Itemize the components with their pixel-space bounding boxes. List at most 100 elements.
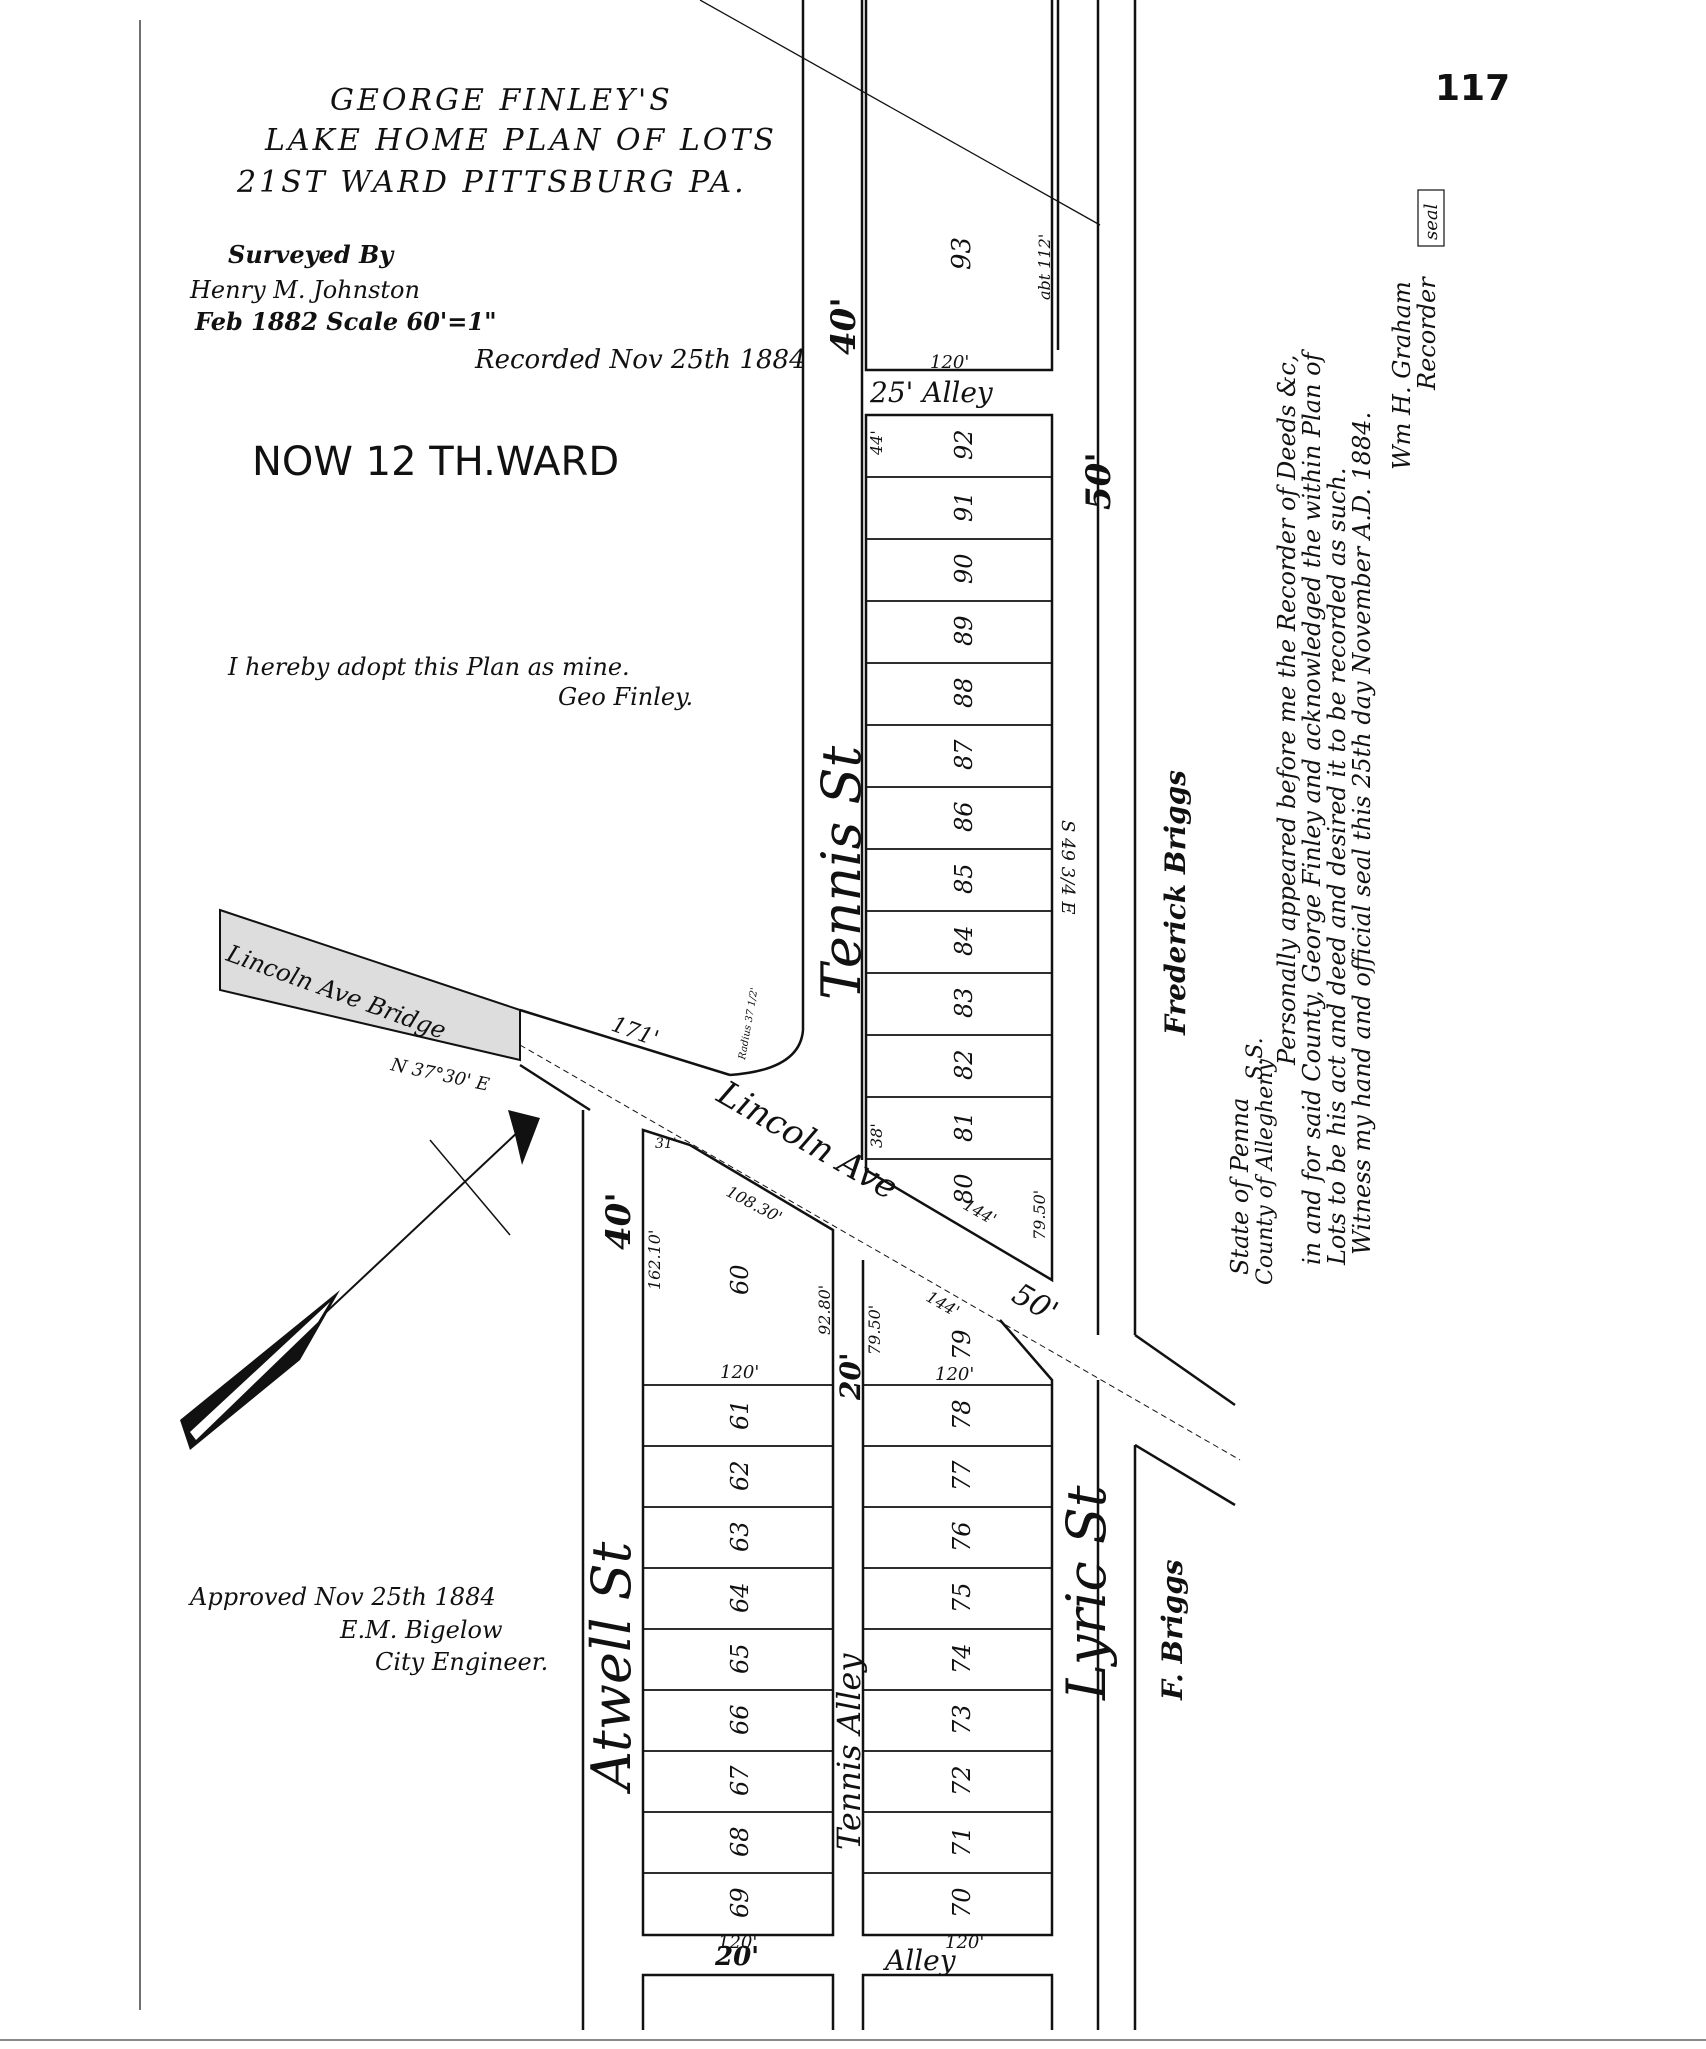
approval-line-3: City Engineer. <box>375 1648 548 1676</box>
cert-ss: S.S. <box>1243 1037 1268 1080</box>
radius-label: Radius 37 1/2' <box>737 987 761 1062</box>
lot-80: 80 <box>950 1173 978 1204</box>
lot-85: 85 <box>950 863 978 894</box>
dim-120-bottom-left: 120' <box>718 1932 757 1953</box>
dim-79-50-upper: 79.50' <box>1030 1190 1049 1240</box>
lot-81: 81 <box>950 1111 978 1142</box>
title-block: GEORGE FINLEY'S LAKE HOME PLAN OF LOTS 2… <box>236 83 777 200</box>
lot-67: 67 <box>726 1765 754 1796</box>
lot-61: 61 <box>726 1399 754 1430</box>
title-line-1: GEORGE FINLEY'S <box>330 83 673 118</box>
approval-block: Approved Nov 25th 1884 E.M. Bigelow City… <box>188 1583 548 1676</box>
recorded-date: Recorded Nov 25th 1884 <box>474 345 806 375</box>
lot-66: 66 <box>726 1704 754 1735</box>
alley-bottom-right: Alley <box>882 1944 957 1977</box>
lot-77: 77 <box>948 1460 976 1491</box>
street-lines <box>219 0 1241 2030</box>
tennis-alley-label: Tennis Alley <box>830 1653 868 1850</box>
cert-signer-title: Recorder <box>1413 276 1441 391</box>
lyric-bearing: S 49 3/4 E <box>1057 820 1078 915</box>
lot-92: 92 <box>950 429 978 460</box>
lot-93: 93 <box>947 237 977 270</box>
page-number: 117 <box>1435 68 1510 109</box>
dim-120-bottom-right: 120' <box>945 1932 984 1953</box>
dim-144-lower: 144' <box>923 1287 963 1321</box>
cert-line-2: in and for said County, George Finley an… <box>1298 348 1326 1265</box>
approval-line-1: Approved Nov 25th 1884 <box>188 1583 496 1611</box>
lincoln-ave-width: 50' <box>1006 1277 1064 1331</box>
dim-79-50-lower: 79.50' <box>865 1305 884 1355</box>
lot-75: 75 <box>948 1582 976 1613</box>
dim-abt-112: abt 112' <box>1035 234 1054 300</box>
dim-92-80: 92.80' <box>815 1285 834 1335</box>
dim-108-30: 108.30' <box>723 1182 785 1227</box>
alley-top-label: 25' Alley <box>869 376 994 409</box>
lot-65: 65 <box>726 1643 754 1674</box>
certificate-block: State of Penna County of Allegheny S.S. … <box>1226 189 1445 1285</box>
title-line-3: 21ST WARD PITTSBURG PA. <box>236 165 747 200</box>
lot-72: 72 <box>948 1765 976 1796</box>
cert-line-3: Lots to be his act and deed and desired … <box>1323 467 1351 1266</box>
lot-83: 83 <box>950 987 978 1018</box>
cert-line-1: Personally appeared before me the Record… <box>1273 355 1301 1066</box>
lot-89: 89 <box>950 615 978 646</box>
lyric-st-label: Lyric St <box>1055 1485 1118 1701</box>
lot-86: 86 <box>950 801 978 832</box>
north-arrow <box>180 1110 540 1450</box>
lot-90: 90 <box>950 553 978 584</box>
tennis-alley-width: 20' <box>834 1352 867 1401</box>
dim-38: 38' <box>867 1123 886 1148</box>
lot-70: 70 <box>948 1887 976 1918</box>
lot-78: 78 <box>948 1399 976 1430</box>
lot-76: 76 <box>948 1521 976 1552</box>
dim-44: 44' <box>867 430 886 456</box>
cert-line-4: Witness my hand and official seal this 2… <box>1348 412 1376 1255</box>
survey-block: Surveyed By Henry M. Johnston Feb 1882 S… <box>189 240 806 375</box>
tennis-st-label: Tennis St <box>810 746 873 1000</box>
lot-60: 60 <box>726 1264 754 1295</box>
dim-120-top: 120' <box>930 352 969 373</box>
lot-68: 68 <box>726 1826 754 1857</box>
adoption-line-2: Geo Finley. <box>558 683 693 711</box>
lot-71: 71 <box>948 1826 976 1857</box>
owner-frederick-briggs: Frederick Briggs <box>1159 770 1192 1036</box>
approval-line-2: E.M. Bigelow <box>339 1616 503 1644</box>
lot-63: 63 <box>726 1521 754 1552</box>
cert-signer: Wm H. Graham <box>1388 281 1416 470</box>
atwell-st-label: Atwell St <box>580 1541 643 1795</box>
lot-84: 84 <box>950 925 978 956</box>
adoption-block: I hereby adopt this Plan as mine. Geo Fi… <box>227 653 693 711</box>
lot-82: 82 <box>950 1049 978 1080</box>
cert-county: County of Allegheny <box>1253 1059 1278 1285</box>
dim-31: 31' <box>655 1136 677 1152</box>
ward-note: NOW 12 TH.WARD <box>252 439 619 485</box>
title-line-2: LAKE HOME PLAN OF LOTS <box>264 123 777 158</box>
seal-box <box>1417 189 1445 247</box>
lot-62: 62 <box>726 1460 754 1491</box>
dim-162-10: 162.10' <box>645 1230 664 1290</box>
alley-bottom-left: 20' <box>714 1942 759 1972</box>
lot-87: 87 <box>950 739 978 770</box>
tennis-st-width: 40' <box>824 297 864 355</box>
bridge-bearing: N 37°30' E <box>388 1054 491 1096</box>
survey-line-3: Feb 1882 Scale 60'=1" <box>194 307 497 336</box>
dim-120-block-right: 120' <box>935 1364 974 1385</box>
atwell-st-width: 40' <box>599 1192 639 1250</box>
lyric-st-width: 50' <box>1079 452 1119 510</box>
owner-f-briggs: F. Briggs <box>1156 1559 1189 1701</box>
lot-91: 91 <box>950 491 978 522</box>
lot-88: 88 <box>950 677 978 708</box>
lot-dividers <box>643 476 1052 1874</box>
survey-line-1: Surveyed By <box>228 240 395 269</box>
adoption-line-1: I hereby adopt this Plan as mine. <box>227 653 630 681</box>
cert-state: State of Penna <box>1226 1098 1254 1275</box>
lot-74: 74 <box>948 1643 976 1674</box>
lot-73: 73 <box>948 1704 976 1735</box>
lot-64: 64 <box>726 1582 754 1613</box>
lot-79: 79 <box>948 1329 976 1360</box>
lot-numbers: 93 92 91 90 89 88 87 86 85 84 83 82 81 80 60 61 62 63 64 6… <box>726 237 978 1918</box>
dim-120-block-left: 120' <box>720 1362 759 1383</box>
cert-seal: seal <box>1421 203 1442 240</box>
lot-69: 69 <box>726 1887 754 1918</box>
